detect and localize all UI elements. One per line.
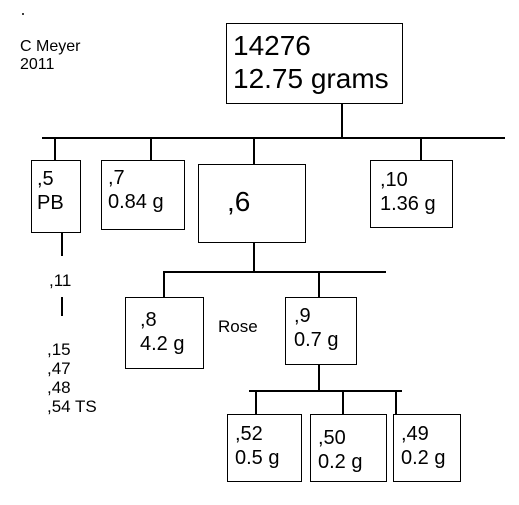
chain-label: ,11 bbox=[49, 271, 72, 290]
connector bbox=[54, 137, 56, 160]
sample-node-mass: 0.7 g bbox=[294, 329, 339, 351]
sample-node-id: ,8 bbox=[140, 309, 157, 331]
corner-dot bbox=[22, 13, 24, 15]
sample-node-id: ,52 bbox=[235, 423, 263, 445]
sample-node: ,7 0.84 g bbox=[101, 160, 185, 230]
connector bbox=[61, 233, 63, 256]
sample-node: ,9 0.7 g bbox=[285, 297, 357, 365]
sample-node-id: ,9 bbox=[294, 305, 311, 327]
rose-annotation: Rose bbox=[218, 317, 258, 336]
root-node: 14276 12.75 grams bbox=[226, 23, 403, 104]
connector bbox=[253, 137, 255, 164]
sample-node-id: ,50 bbox=[318, 427, 346, 449]
connector bbox=[318, 271, 320, 297]
sample-node: ,6 bbox=[198, 164, 306, 243]
sample-node: ,8 4.2 g bbox=[125, 297, 204, 369]
sample-node-id: ,5 bbox=[37, 168, 54, 190]
root-node-mass: 12.75 grams bbox=[233, 63, 389, 94]
connector bbox=[163, 271, 165, 297]
sample-node-mass: PB bbox=[37, 192, 64, 214]
connector bbox=[61, 297, 63, 316]
chain-label: ,47 bbox=[47, 359, 71, 378]
author-year: 2011 bbox=[20, 56, 55, 73]
sample-node-mass: 0.2 g bbox=[318, 451, 363, 473]
chain-label: ,54 TS bbox=[47, 397, 97, 416]
sample-node: ,10 1.36 g bbox=[370, 160, 453, 228]
author-name: C Meyer bbox=[20, 38, 81, 55]
connector bbox=[163, 271, 386, 273]
connector bbox=[342, 390, 344, 414]
connector bbox=[318, 365, 320, 390]
sample-node: ,5 PB bbox=[31, 160, 81, 233]
connector bbox=[150, 137, 152, 160]
sample-node-id: ,10 bbox=[380, 169, 408, 191]
connector bbox=[42, 137, 505, 139]
connector bbox=[255, 390, 257, 414]
connector bbox=[253, 243, 255, 271]
sample-node-id: ,7 bbox=[108, 167, 125, 189]
root-node-id: 14276 bbox=[233, 30, 311, 61]
sample-node-mass: 4.2 g bbox=[140, 333, 185, 355]
sample-node-mass: 0.84 g bbox=[108, 191, 164, 213]
sample-node: ,52 0.5 g bbox=[227, 414, 302, 482]
connector bbox=[395, 390, 397, 414]
chain-label: ,48 bbox=[47, 378, 71, 397]
sample-node-mass: 0.5 g bbox=[235, 447, 280, 469]
sample-node: ,50 0.2 g bbox=[310, 414, 387, 482]
chain-label: ,15 bbox=[47, 340, 71, 359]
sample-node: ,49 0.2 g bbox=[393, 414, 461, 482]
sample-node-id: ,6 bbox=[227, 186, 251, 217]
connector bbox=[420, 137, 422, 160]
connector bbox=[341, 104, 343, 137]
connector bbox=[249, 390, 402, 392]
sample-node-id: ,49 bbox=[401, 423, 429, 445]
sample-node-mass: 0.2 g bbox=[401, 447, 446, 469]
sample-node-mass: 1.36 g bbox=[380, 193, 436, 215]
